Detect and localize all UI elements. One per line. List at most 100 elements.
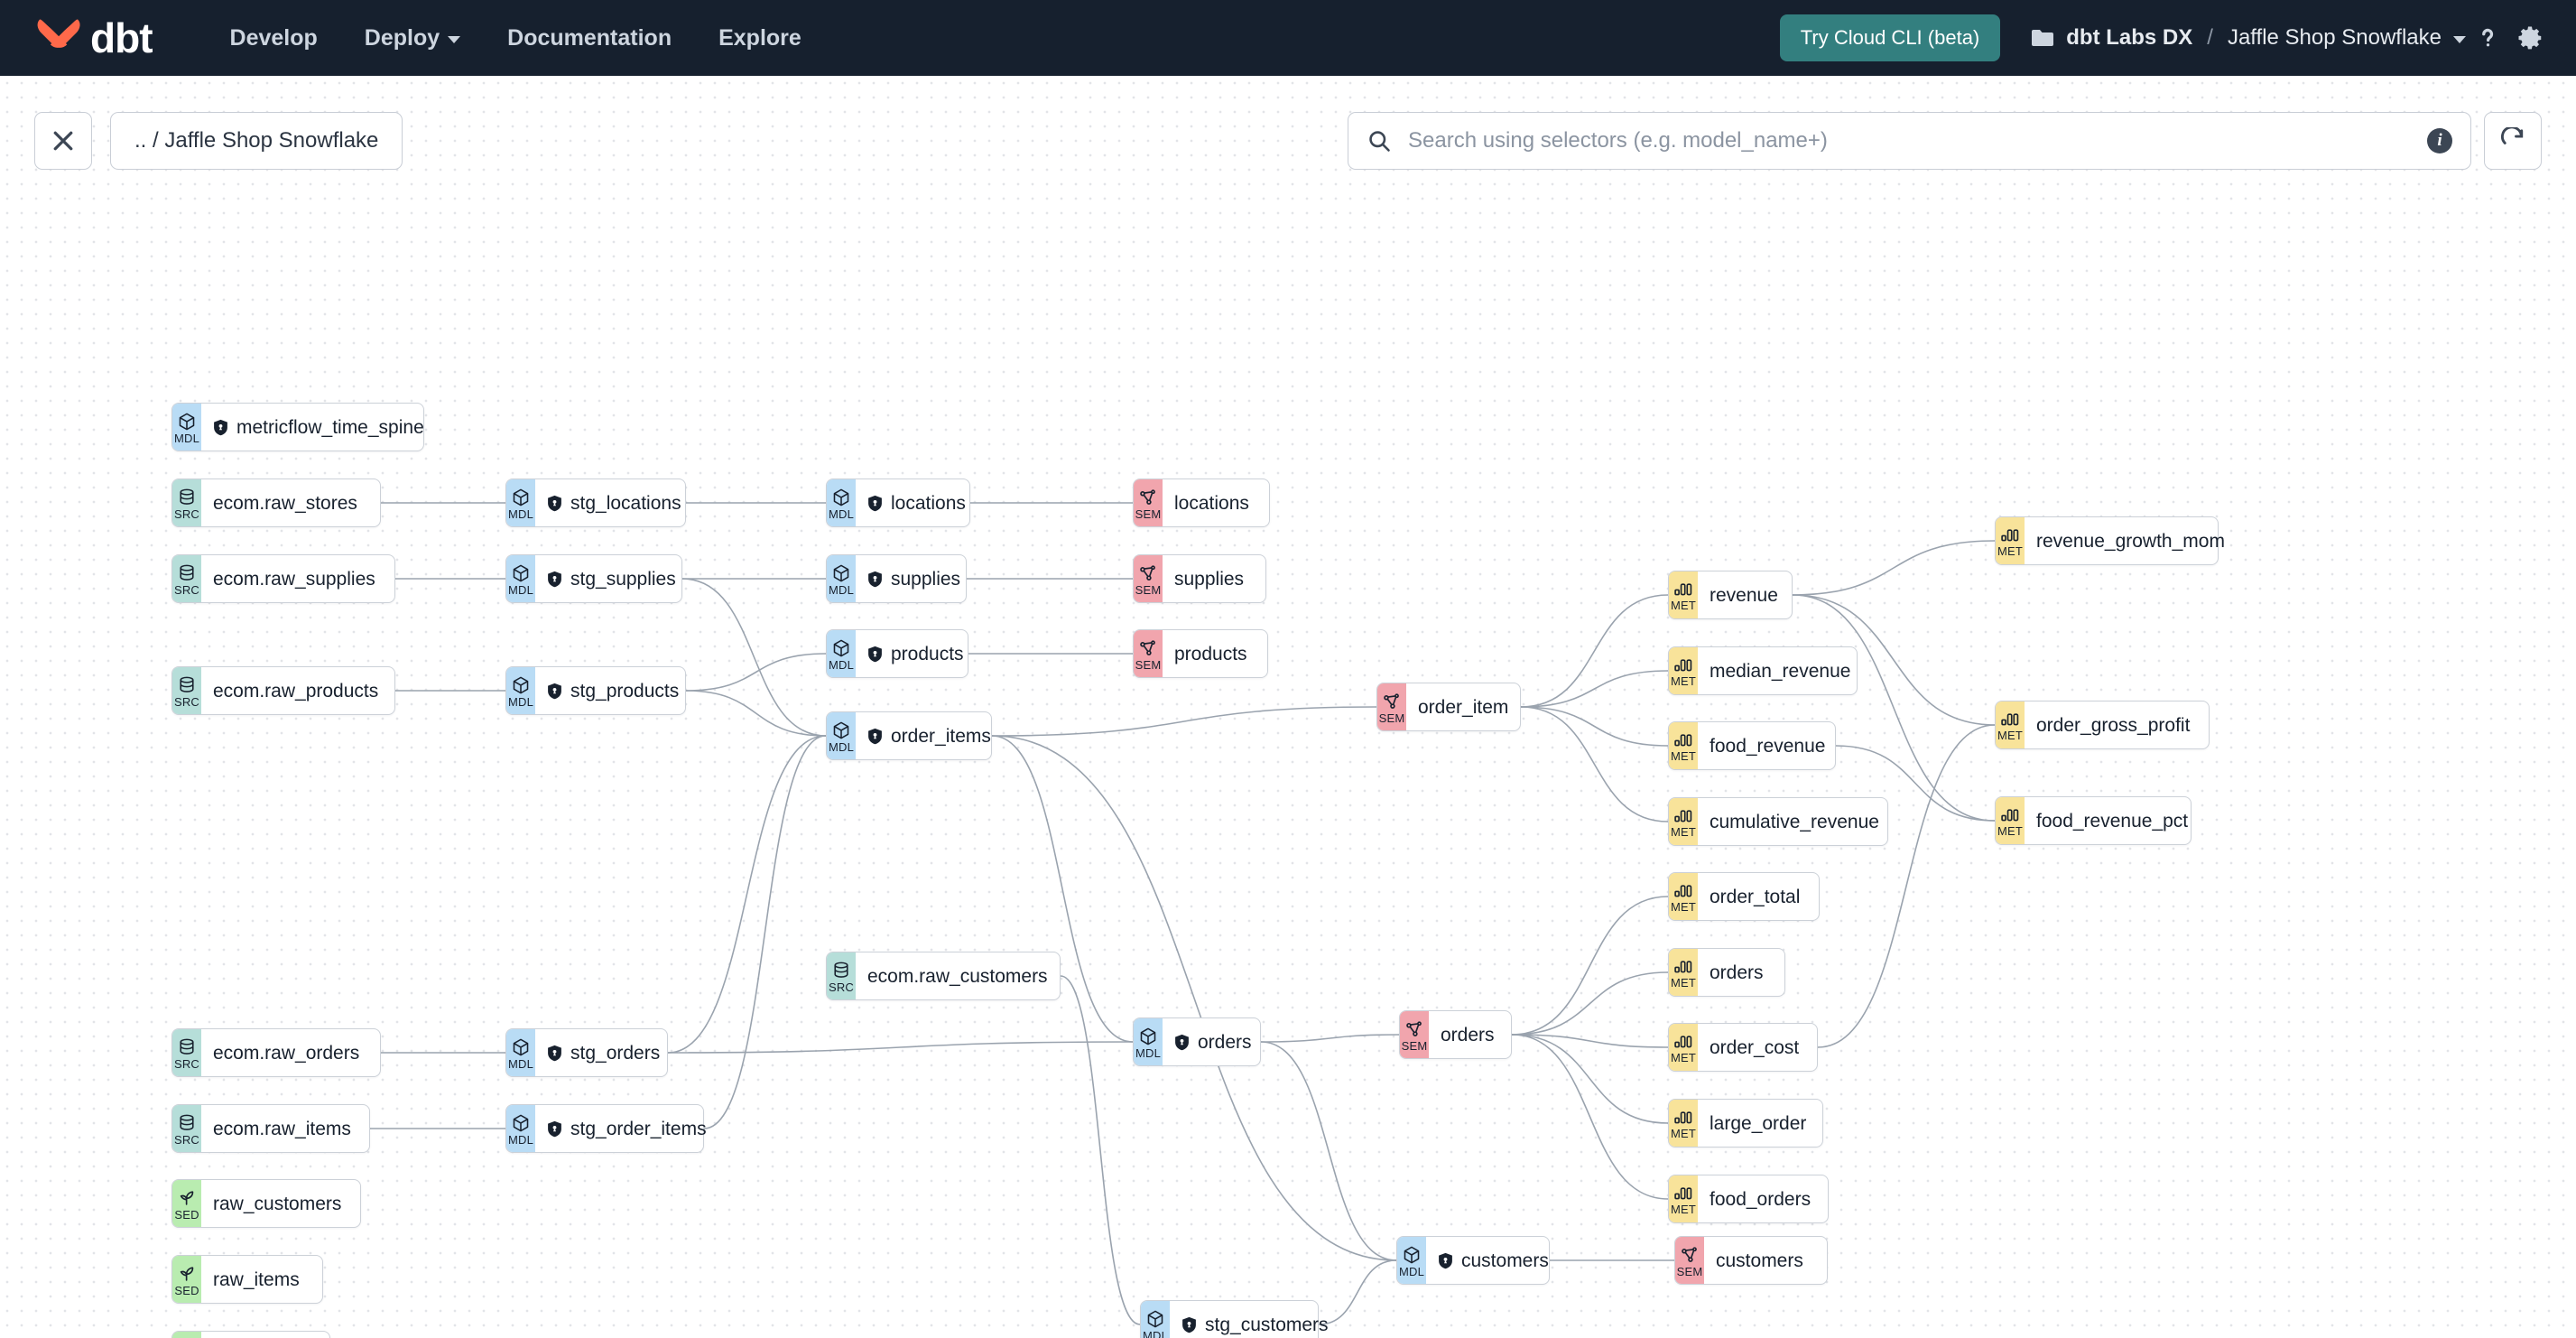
- account-project-selector[interactable]: dbt Labs DX / Jaffle Shop Snowflake: [2031, 25, 2466, 51]
- node-type-badge-met: MET: [1669, 798, 1698, 845]
- node-type-badge-src: SRC: [172, 1105, 201, 1152]
- nav-link-documentation[interactable]: Documentation: [484, 16, 695, 60]
- bar-chart-icon: [1673, 581, 1693, 599]
- node-type-badge-mdl: MDL: [506, 1029, 535, 1076]
- node-body: order_cost: [1698, 1024, 1817, 1071]
- node-label: raw_items: [213, 1268, 300, 1290]
- info-icon[interactable]: i: [2427, 128, 2452, 153]
- node-type-badge-src: SRC: [172, 1029, 201, 1076]
- node-type-label: SRC: [173, 507, 200, 521]
- shield-icon: [548, 1120, 561, 1137]
- lineage-edge: [681, 578, 827, 737]
- node-label: stg_customers: [1205, 1314, 1329, 1335]
- lineage-edge: [1318, 1259, 1397, 1325]
- refresh-button[interactable]: [2484, 112, 2542, 170]
- breadcrumb-button[interactable]: .. / Jaffle Shop Snowflake: [110, 112, 403, 170]
- lineage-node-ecom_raw_orders[interactable]: SRC ecom.raw_orders: [171, 1028, 381, 1077]
- node-label: raw_customers: [213, 1193, 342, 1214]
- node-type-badge-met: MET: [1669, 722, 1698, 769]
- node-body: ecom.raw_stores: [201, 479, 380, 526]
- node-type-label: MDL: [828, 658, 855, 672]
- gear-icon[interactable]: [2509, 16, 2553, 60]
- node-type-label: MDL: [828, 583, 855, 597]
- lineage-node-customers_sem[interactable]: SEM customers: [1674, 1236, 1828, 1285]
- search-bar[interactable]: i: [1348, 112, 2471, 170]
- node-body: orders: [1429, 1011, 1511, 1058]
- node-type-badge-mdl: MDL: [506, 479, 535, 526]
- lineage-edge: [1792, 540, 1996, 596]
- cube-icon: [831, 488, 851, 507]
- node-type-badge-sem: SEM: [1675, 1237, 1704, 1284]
- node-type-label: SRC: [828, 980, 855, 994]
- node-type-badge-mdl: MDL: [172, 404, 201, 451]
- node-body: ecom.raw_customers: [856, 952, 1061, 999]
- node-label: median_revenue: [1710, 660, 1851, 682]
- nav-link-develop[interactable]: Develop: [207, 16, 341, 60]
- brand-wordmark: dbt: [90, 14, 153, 61]
- node-type-badge-mdl: MDL: [1134, 1018, 1163, 1065]
- try-cloud-cli-button[interactable]: Try Cloud CLI (beta): [1779, 14, 2001, 61]
- search-input[interactable]: [1406, 127, 2413, 154]
- nav-link-explore[interactable]: Explore: [695, 16, 825, 60]
- dbt-logo[interactable]: dbt: [34, 16, 153, 60]
- lineage-toolbar: .. / Jaffle Shop Snowflake i: [0, 76, 2576, 170]
- shield-icon: [867, 571, 883, 588]
- project-name: Jaffle Shop Snowflake: [2227, 25, 2442, 50]
- nav-link-deploy[interactable]: Deploy: [341, 16, 484, 60]
- node-body: orders: [1163, 1018, 1265, 1065]
- shield-icon: [867, 495, 883, 512]
- node-type-label: SEM: [1378, 711, 1405, 725]
- help-icon[interactable]: [2466, 16, 2509, 60]
- chevron-down-icon: [2453, 35, 2466, 43]
- shield-icon: [213, 419, 228, 436]
- shield-icon: [1181, 1316, 1197, 1333]
- nav-link-develop-label: Develop: [229, 24, 318, 51]
- node-label: customers: [1716, 1250, 1803, 1271]
- shield-icon: [1439, 1252, 1452, 1268]
- node-body: metricflow_time_spine: [201, 404, 438, 451]
- node-body: stg_order_items: [535, 1105, 720, 1152]
- close-button[interactable]: [34, 112, 92, 170]
- node-label: ecom.raw_orders: [213, 1042, 360, 1064]
- bar-chart-icon: [2000, 526, 2020, 544]
